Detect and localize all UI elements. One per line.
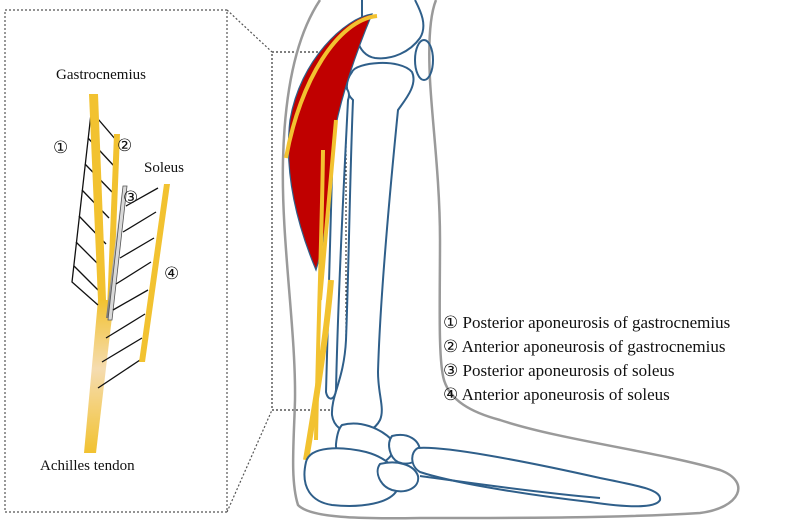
legend-item: ④ Anterior aponeurosis of soleus [443,383,798,407]
legend-marker: ① [443,313,459,332]
aponeurosis-1-shape [89,94,106,300]
femur [355,0,425,60]
legend-item: ③ Posterior aponeurosis of soleus [443,359,798,383]
aponeurosis-4-shape [139,184,170,362]
label-gastrocnemius: Gastrocnemius [56,67,146,83]
leg-illustration [281,0,740,520]
legend: ① Posterior aponeurosis of gastrocnemius… [443,311,798,407]
inset-schematic [71,94,170,453]
legend-text: Anterior aponeurosis of soleus [461,385,670,404]
zoom-region [271,51,347,411]
tibia [330,61,415,435]
achilles-tendon-shape [84,300,114,453]
leg-aponeurosis-posterior [284,14,378,159]
legend-item: ① Posterior aponeurosis of gastrocnemius [443,311,798,335]
inset-frame [4,9,228,513]
label-marker-2: ② [117,136,132,155]
label-achilles-tendon: Achilles tendon [40,458,135,474]
label-soleus: Soleus [144,160,184,176]
aponeurosis-3-shape [107,185,128,321]
legend-item: ② Anterior aponeurosis of gastrocnemius [443,335,798,359]
foot-bones [303,422,662,508]
fibula [324,84,350,400]
zoom-connector-bottom [226,409,273,513]
soleus-fibers [97,187,159,389]
label-marker-4: ④ [164,264,179,283]
label-marker-1: ① [53,138,68,157]
legend-marker: ③ [443,361,459,380]
patella [414,39,434,81]
leg-achilles-tendon [303,279,334,461]
legend-text: Anterior aponeurosis of gastrocnemius [461,337,726,356]
skin-outline [281,0,740,520]
label-marker-3: ③ [123,188,138,207]
legend-marker: ② [443,337,459,356]
gastrocnemius-outline [71,95,99,306]
legend-marker: ④ [443,385,459,404]
legend-text: Posterior aponeurosis of soleus [462,361,675,380]
zoom-connector-top [226,9,273,53]
legend-text: Posterior aponeurosis of gastrocnemius [462,313,731,332]
aponeurosis-2-shape [107,134,120,310]
